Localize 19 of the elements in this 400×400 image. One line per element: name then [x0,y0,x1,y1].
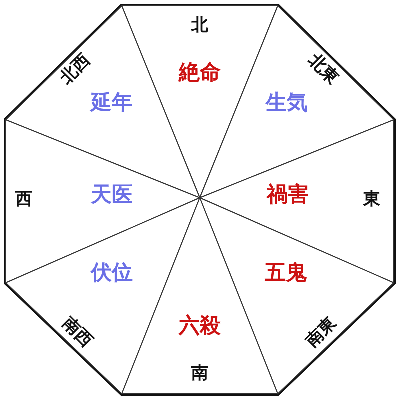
sector-label: 禍害 [267,184,309,204]
direction-label: 南西 [58,314,96,352]
direction-label: 北東 [304,52,342,88]
sector [6,120,200,283]
direction-label: 北 [192,18,208,34]
direction-label: 南 [192,366,208,382]
direction-label: 南東 [304,314,340,352]
sector-label: 天医 [91,184,133,204]
sector-label: 六殺 [179,314,221,336]
direction-label: 北西 [58,52,94,88]
sector-label: 絶命 [179,62,221,82]
sector-label: 五鬼 [265,262,307,282]
direction-label: 西 [16,192,32,208]
sector-label: 生気 [266,92,308,112]
sector-label: 伏位 [91,262,133,282]
octagon-chart [4,4,396,396]
direction-label: 東 [364,192,380,208]
sector [200,120,394,283]
sector-label: 延年 [91,92,133,112]
